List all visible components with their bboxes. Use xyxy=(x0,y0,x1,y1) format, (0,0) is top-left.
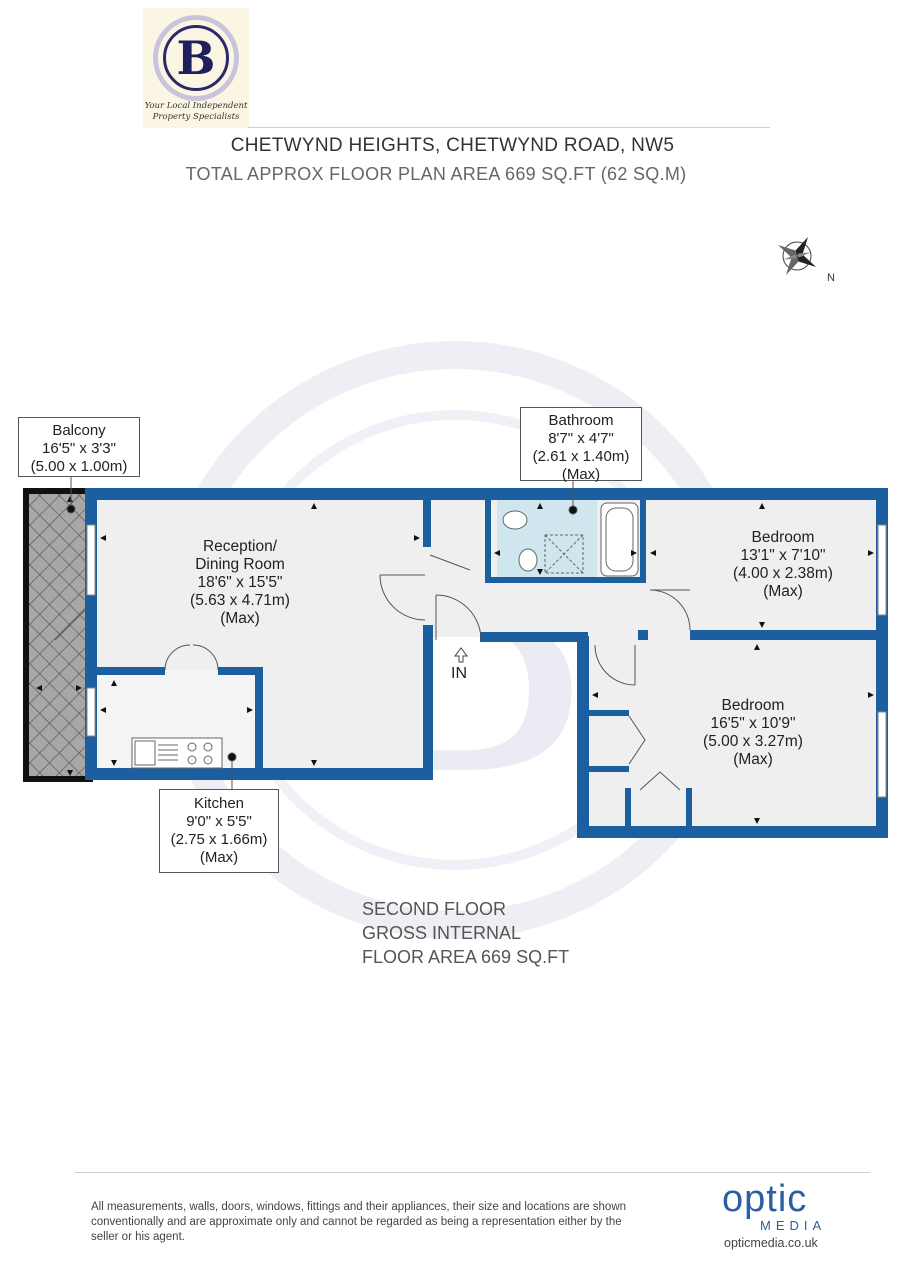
agent-logo-letter: B xyxy=(163,25,229,91)
optic-media-sub: MEDIA xyxy=(760,1218,827,1233)
room-label-kitchen: Kitchen 9'0" x 5'5" (2.75 x 1.66m) (Max) xyxy=(159,789,279,873)
agent-tagline-line1: Your Local Independent xyxy=(144,101,248,111)
floor-info-line3: FLOOR AREA 669 SQ.FT xyxy=(362,947,570,967)
kitchen-fixtures xyxy=(131,737,223,769)
room-size-metric: (2.61 x 1.40m) xyxy=(532,448,630,465)
total-area: TOTAL APPROX FLOOR PLAN AREA 669 SQ.FT (… xyxy=(185,164,687,184)
room-size-imperial: 16'5" x 10'9" xyxy=(710,715,796,732)
room-name-line1: Reception/ xyxy=(202,538,278,555)
room-size-note: (Max) xyxy=(763,583,803,600)
property-address: CHETWYND HEIGHTS, CHETWYND ROAD, NW5 xyxy=(230,135,675,156)
room-label-bedroom-1: Bedroom 13'1" x 7'10" (4.00 x 2.38m) (Ma… xyxy=(713,529,853,601)
floor-info-line2: GROSS INTERNAL xyxy=(362,923,522,943)
disclaimer: All measurements, walls, doors, windows,… xyxy=(91,1201,627,1243)
room-size-note: (Max) xyxy=(561,466,601,483)
entrance-label: IN xyxy=(451,665,467,682)
room-name: Bedroom xyxy=(751,529,815,546)
balcony-area xyxy=(25,490,90,780)
room-label-reception: Reception/ Dining Room 18'6" x 15'5" (5.… xyxy=(170,538,310,628)
room-size-imperial: 8'7" x 4'7" xyxy=(548,430,614,447)
room-size-metric: (2.75 x 1.66m) xyxy=(170,831,268,848)
room-size-metric: (5.00 x 1.00m) xyxy=(30,458,128,475)
room-size-metric: (4.00 x 2.38m) xyxy=(733,565,833,582)
label-leaders xyxy=(66,476,578,789)
room-size-note: (Max) xyxy=(733,751,773,768)
room-label-bedroom-2: Bedroom 16'5" x 10'9" (5.00 x 3.27m) (Ma… xyxy=(683,697,823,769)
room-size-metric: (5.00 x 3.27m) xyxy=(703,733,803,750)
room-name: Bathroom xyxy=(548,412,614,429)
header-divider xyxy=(248,127,770,128)
room-size-imperial: 13'1" x 7'10" xyxy=(740,547,826,564)
room-label-bathroom: Bathroom 8'7" x 4'7" (2.61 x 1.40m) (Max… xyxy=(520,407,642,483)
entrance-arrow-icon xyxy=(454,647,468,663)
footer-divider xyxy=(75,1172,870,1173)
windows xyxy=(86,524,887,798)
room-size-metric: (5.63 x 4.71m) xyxy=(190,592,290,609)
compass-icon xyxy=(777,236,817,276)
balcony-wall xyxy=(23,488,93,782)
room-name-line2: Dining Room xyxy=(195,556,285,573)
floor-fills xyxy=(95,497,880,832)
agent-tagline: Your Local Independent Property Speciali… xyxy=(143,101,249,123)
door-swings xyxy=(54,554,691,791)
agent-logo: B xyxy=(153,15,239,101)
room-size-imperial: 16'5" x 3'3" xyxy=(42,440,116,457)
room-size-imperial: 18'6" x 15'5" xyxy=(197,574,283,591)
room-name: Balcony xyxy=(52,422,106,439)
room-name: Kitchen xyxy=(193,795,245,812)
optic-media-logo: optic xyxy=(722,1178,808,1220)
compass-north-label: N xyxy=(827,272,835,284)
agent-tagline-line2: Property Specialists xyxy=(152,112,240,122)
room-label-balcony: Balcony 16'5" x 3'3" (5.00 x 1.00m) xyxy=(18,417,140,477)
room-size-note: (Max) xyxy=(199,849,239,866)
floor-info: SECOND FLOOR GROSS INTERNAL FLOOR AREA 6… xyxy=(362,897,569,969)
dimension-markers xyxy=(36,496,874,824)
room-name: Bedroom xyxy=(721,697,785,714)
room-size-imperial: 9'0" x 5'5" xyxy=(186,813,252,830)
bathroom-fixtures xyxy=(502,502,639,577)
optic-media-url: opticmedia.co.uk xyxy=(724,1236,818,1250)
room-size-note: (Max) xyxy=(220,610,260,627)
floor-info-line1: SECOND FLOOR xyxy=(362,899,507,919)
